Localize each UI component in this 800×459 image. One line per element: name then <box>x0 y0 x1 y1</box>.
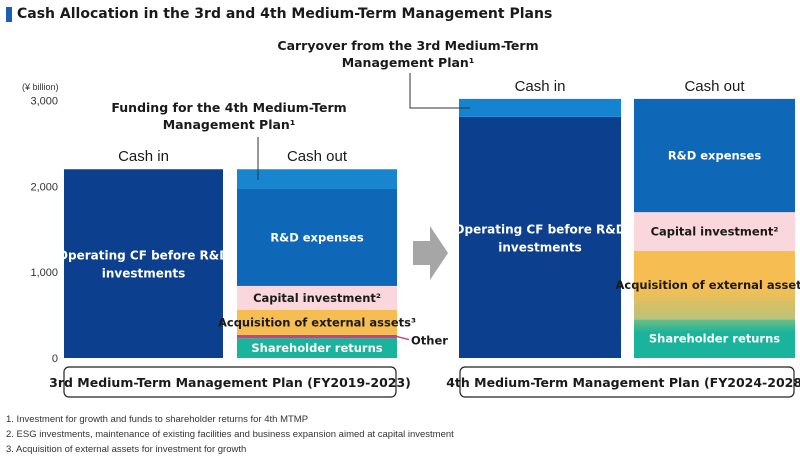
chart-title: Cash Allocation in the 3rd and 4th Mediu… <box>17 6 553 22</box>
segment-operating-cf <box>64 169 223 358</box>
segment-label-other: Other <box>411 334 448 348</box>
footnote-2: 2. ESG investments, maintenance of exist… <box>6 429 454 440</box>
segment-operating-cf <box>459 116 621 358</box>
segment-other <box>237 334 397 339</box>
plan-label: 4th Medium-Term Management Plan (FY2024-… <box>446 375 800 390</box>
segment-label-capex: Capital investment² <box>651 224 779 238</box>
y-axis-unit: (¥ billion) <box>22 82 59 92</box>
plan-transition-arrow <box>413 226 448 280</box>
segment-capex <box>634 212 795 251</box>
footnote-3: 3. Acquisition of external assets for in… <box>6 444 247 455</box>
segment-shareholder <box>237 338 397 358</box>
segment-label-rd: R&D expenses <box>270 230 364 244</box>
segment-rd <box>237 188 397 286</box>
segment-funding <box>237 169 397 189</box>
segment-label-shareholder: Shareholder returns <box>251 341 382 355</box>
plan-label-box <box>63 366 397 398</box>
segment-label-capex: Capital investment² <box>253 291 381 305</box>
segment-acquisition <box>237 309 397 335</box>
cash-out-header: Cash out <box>684 78 745 95</box>
y-tick-label: 1,000 <box>30 267 58 279</box>
cash-in-header: Cash in <box>515 78 566 95</box>
cash-out-header: Cash out <box>287 148 348 165</box>
footnote-1: 1. Investment for growth and funds to sh… <box>6 414 309 425</box>
segment-capex <box>237 285 397 310</box>
segment-label-shareholder: Shareholder returns <box>649 332 780 346</box>
chart-title-group: Cash Allocation in the 3rd and 4th Mediu… <box>6 5 552 23</box>
segment-shareholder <box>634 319 795 358</box>
segment-label-acquisition: Acquisition of external assets³ <box>615 278 800 292</box>
segment-rd <box>634 98 795 213</box>
y-tick-label: 0 <box>52 353 58 365</box>
y-tick-label: 3,000 <box>30 96 58 108</box>
segment-label-rd: R&D expenses <box>668 149 762 163</box>
plan-label: 3rd Medium-Term Management Plan (FY2019-… <box>49 375 411 390</box>
segment-label-acquisition: Acquisition of external assets³ <box>218 315 416 329</box>
callout-carryover-leader <box>409 73 470 109</box>
cash-in-header: Cash in <box>118 148 169 165</box>
other-leader-line <box>396 335 410 341</box>
title-accent-bar <box>6 6 12 22</box>
plan-label-box <box>459 366 795 398</box>
y-tick-label: 2,000 <box>30 181 58 193</box>
segment-acquisition <box>634 250 795 320</box>
segment-carryover <box>459 98 621 117</box>
